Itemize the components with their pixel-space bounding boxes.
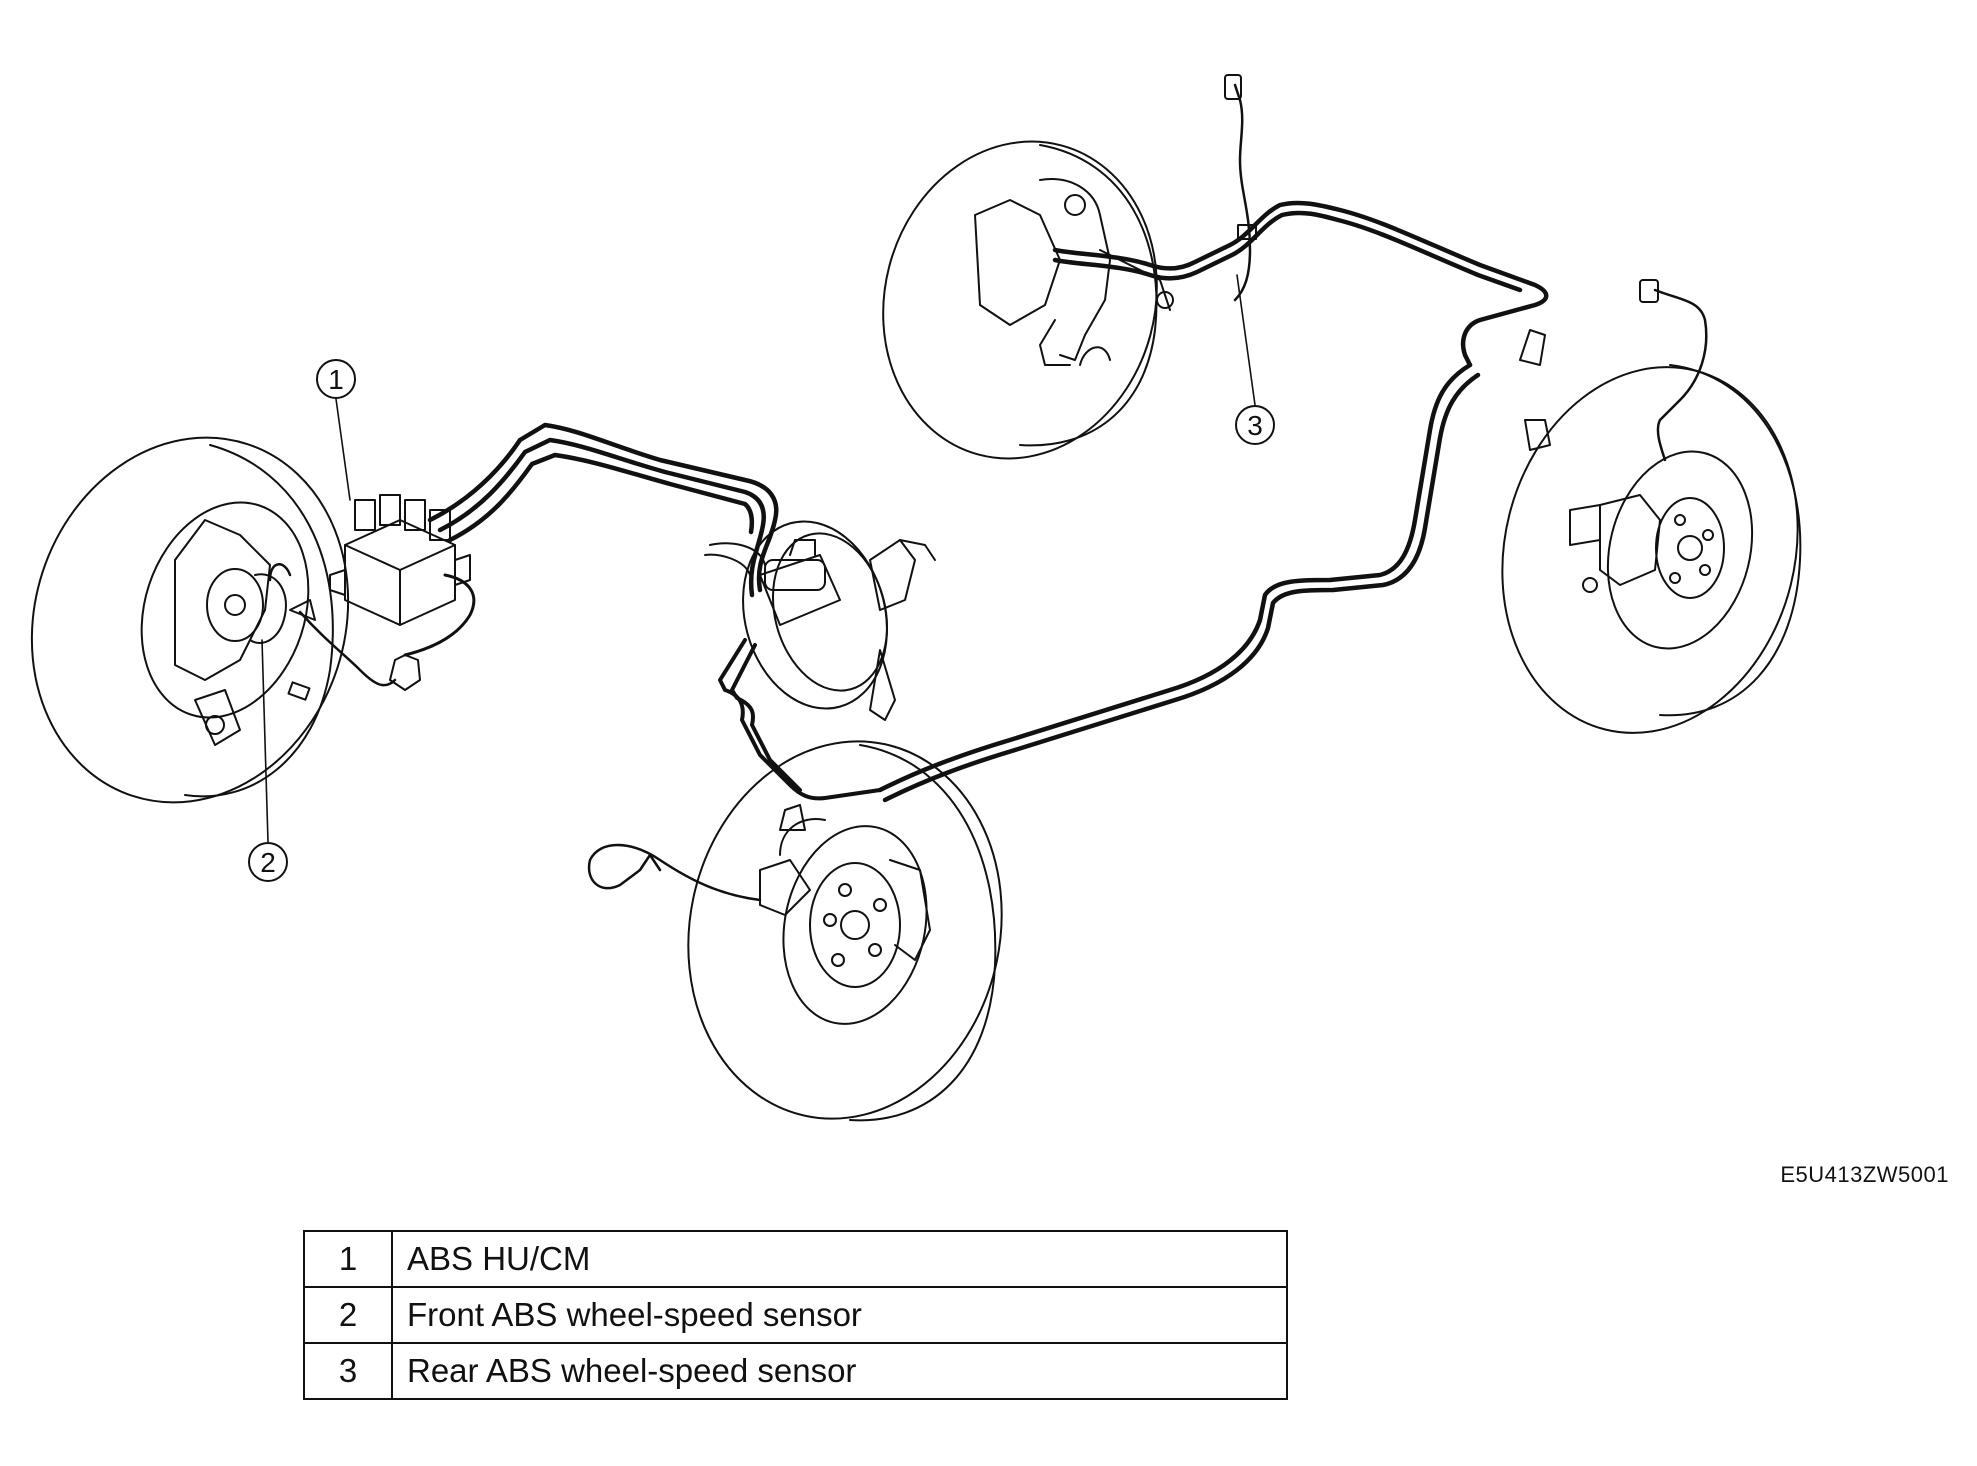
legend-table: 1 ABS HU/CM 2 Front ABS wheel-speed sens…: [303, 1230, 1288, 1400]
front-right-wheel: [687, 740, 1003, 1122]
svg-text:1: 1: [328, 364, 344, 395]
legend-row: 2 Front ABS wheel-speed sensor: [303, 1286, 1288, 1344]
front-left-wheel: [30, 436, 350, 804]
rear-left-sensor-harness: [1233, 83, 1252, 302]
legend-number: 3: [303, 1342, 393, 1400]
legend-label: ABS HU/CM: [391, 1230, 1288, 1288]
callout-3: 3: [1235, 405, 1275, 445]
front-right-sensor-harness: [587, 843, 762, 902]
callout-2: 2: [248, 842, 288, 882]
legend-number: 2: [303, 1286, 393, 1344]
front-right-brake-line: [718, 638, 882, 801]
legend-number: 1: [303, 1230, 393, 1288]
legend-label: Rear ABS wheel-speed sensor: [391, 1342, 1288, 1400]
legend-row: 1 ABS HU/CM: [303, 1230, 1288, 1288]
svg-text:3: 3: [1247, 410, 1263, 441]
rear-right-wheel: [1501, 364, 1802, 734]
callout-1: 1: [316, 359, 356, 399]
rear-left-wheel: [882, 140, 1174, 460]
rear-axle-brake-line: [1052, 200, 1549, 368]
rear-brake-line: [877, 362, 1473, 793]
brake-line-bundle: [427, 422, 779, 598]
rear-right-sensor-harness: [1653, 288, 1708, 462]
abs-system-diagram: 1 2 3: [30, 74, 1802, 1122]
legend-row: 3 Rear ABS wheel-speed sensor: [303, 1342, 1288, 1400]
svg-text:2: 2: [260, 847, 276, 878]
brake-booster-master-cylinder: [704, 520, 936, 721]
legend-label: Front ABS wheel-speed sensor: [391, 1286, 1288, 1344]
figure-code: E5U413ZW5001: [1780, 1162, 1949, 1187]
front-left-sensor-harness: [298, 610, 397, 687]
abs-hu-cm-unit: [329, 494, 471, 626]
